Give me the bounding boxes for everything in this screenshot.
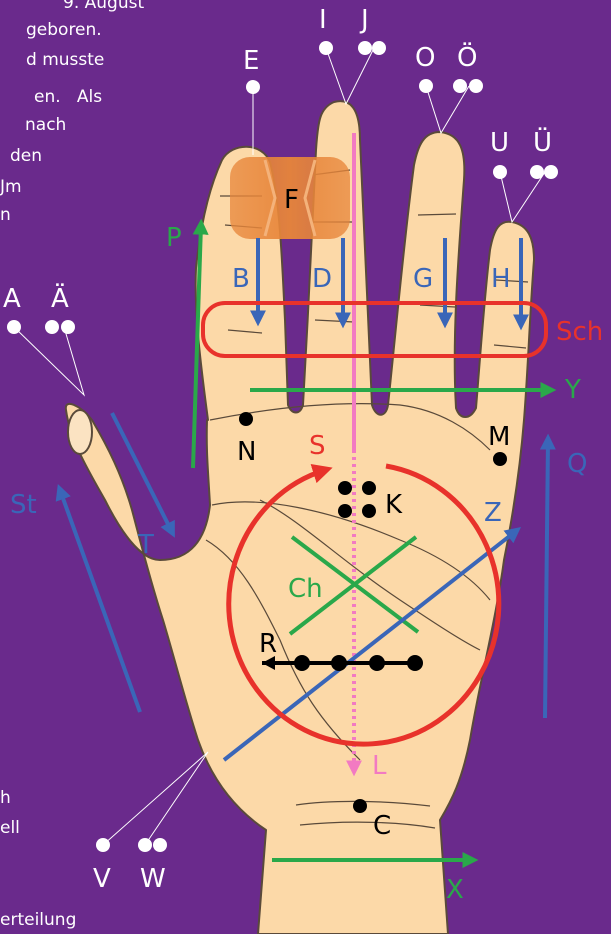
label-v: V <box>93 864 111 894</box>
label-q: Q <box>567 449 587 479</box>
label-r: R <box>259 629 277 659</box>
label-i: I <box>319 5 327 35</box>
label-e: E <box>243 46 259 76</box>
label-m: M <box>488 422 510 452</box>
label-st: St <box>10 490 37 520</box>
thumbnail <box>68 410 92 454</box>
label-x: X <box>446 875 464 905</box>
label-t: T <box>137 530 154 560</box>
label-sch: Sch <box>556 317 603 347</box>
label-u: U <box>490 128 509 158</box>
label-n: N <box>237 437 256 467</box>
label-g: G <box>413 264 433 294</box>
label-d: D <box>312 264 332 294</box>
dot-m <box>493 452 507 466</box>
label-w: W <box>140 864 166 894</box>
label-ae: Ä <box>51 282 69 314</box>
dot-n <box>239 412 253 426</box>
label-o: O <box>415 43 435 73</box>
label-ch: Ch <box>288 574 323 604</box>
label-z: Z <box>484 498 502 528</box>
dot-c <box>353 799 367 813</box>
label-l: L <box>372 751 387 781</box>
arrow-q <box>545 440 548 718</box>
label-k: K <box>385 490 403 520</box>
label-b: B <box>232 264 250 294</box>
label-oe: Ö <box>457 41 477 73</box>
label-h: H <box>491 264 511 294</box>
label-y: Y <box>564 375 581 405</box>
label-j: J <box>359 5 369 35</box>
label-ue: Ü <box>533 126 552 158</box>
label-p: P <box>166 223 182 253</box>
label-a: A <box>3 284 21 314</box>
label-s: S <box>309 431 326 461</box>
label-f: F <box>284 185 299 215</box>
label-c: C <box>373 811 391 841</box>
